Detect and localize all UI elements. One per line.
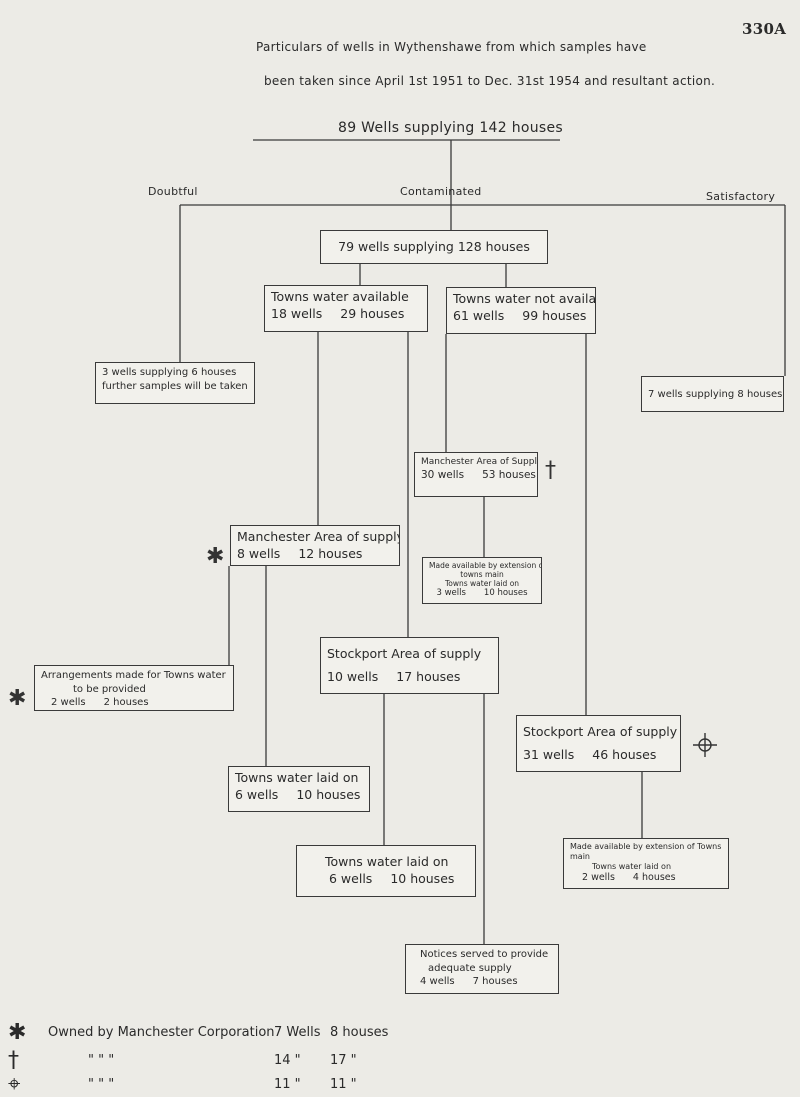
box-line: adequate supply bbox=[428, 962, 512, 974]
crosshair-icon: ⌖ bbox=[8, 1072, 21, 1097]
wells-count: 8 wells bbox=[237, 545, 281, 561]
legend-row: † " " " 14 " 17 " bbox=[8, 1048, 357, 1073]
wells-count: 4 wells bbox=[420, 976, 455, 987]
houses-count: 10 houses bbox=[390, 870, 455, 886]
category-doubtful: Doubtful bbox=[148, 185, 198, 198]
crosshair-mark bbox=[693, 733, 717, 757]
legend-houses: 11 " bbox=[330, 1077, 357, 1092]
wells-count: 2 wells bbox=[51, 697, 86, 708]
wells-count: 6 wells bbox=[329, 870, 373, 886]
wells-count: 10 wells bbox=[327, 668, 379, 684]
towns-water-laid-left-box: Towns water laid on 6 wells 10 houses bbox=[228, 766, 370, 812]
legend-text: " " " bbox=[88, 1053, 115, 1068]
wells-count: 3 wells bbox=[436, 588, 466, 598]
legend-text: " " " bbox=[88, 1077, 115, 1092]
legend-row: ✱ Owned by Manchester Corporation 7 Well… bbox=[8, 1020, 388, 1045]
doubtful-box: 3 wells supplying 6 houses further sampl… bbox=[95, 362, 255, 404]
houses-count: 99 houses bbox=[522, 307, 587, 323]
houses-count: 17 houses bbox=[396, 668, 461, 684]
box-line: Arrangements made for Towns water bbox=[41, 670, 226, 681]
box-line: Made available by extension of bbox=[429, 561, 542, 570]
box-title: Stockport Area of supply bbox=[523, 724, 678, 739]
towns-water-not-available-box: Towns water not available 61 wells 99 hou… bbox=[446, 287, 596, 334]
asterisk-mark: ✱ bbox=[206, 544, 225, 569]
wells-count: 61 wells bbox=[453, 307, 505, 323]
box-line: towns main bbox=[460, 570, 504, 579]
box-title: Towns water laid on bbox=[325, 854, 449, 869]
legend-row: ⌖ " " " 11 " 11 " bbox=[8, 1072, 357, 1097]
dagger-icon: † bbox=[8, 1048, 19, 1073]
made-available-main-box: Made available by extension of towns mai… bbox=[422, 557, 542, 604]
wells-count: 6 wells bbox=[235, 786, 279, 802]
towns-water-laid-center-box: Towns water laid on 6 wells 10 houses bbox=[296, 845, 476, 897]
contaminated-total-text: 79 wells supplying 128 houses bbox=[338, 239, 530, 254]
header-line-1: Particulars of wells in Wythenshawe from… bbox=[256, 40, 647, 54]
category-satisfactory: Satisfactory bbox=[706, 190, 776, 203]
made-available-right-box: Made available by extension of Towns mai… bbox=[563, 838, 729, 889]
asterisk-mark: ✱ bbox=[8, 686, 27, 711]
towns-water-available-box: Towns water available 18 wells 29 houses bbox=[264, 285, 428, 332]
wells-count: 2 wells bbox=[582, 872, 615, 883]
root-label: 89 Wells supplying 142 houses bbox=[338, 120, 564, 136]
legend-wells: 11 " bbox=[274, 1077, 301, 1092]
box-line: main bbox=[570, 852, 590, 861]
page-number: 330A bbox=[742, 20, 787, 38]
satisfactory-box: 7 wells supplying 8 houses bbox=[641, 376, 784, 412]
manchester-area-left-box: Manchester Area of supply 8 wells 12 hous… bbox=[230, 525, 400, 566]
category-contaminated: Contaminated bbox=[400, 185, 482, 198]
asterisk-icon: ✱ bbox=[8, 1020, 27, 1045]
houses-count: 29 houses bbox=[340, 305, 405, 321]
stockport-area-right-box: Stockport Area of supply 31 wells 46 hous… bbox=[516, 715, 681, 772]
stockport-area-center-box: Stockport Area of supply 10 wells 17 hous… bbox=[320, 637, 499, 694]
box-title: Stockport Area of supply bbox=[327, 646, 482, 661]
houses-count: 46 houses bbox=[592, 746, 657, 762]
houses-count: 10 houses bbox=[483, 588, 528, 598]
manchester-area-right-box: Manchester Area of Supply 30 wells 53 hou… bbox=[414, 452, 538, 497]
box-line: 7 wells supplying 8 houses bbox=[648, 389, 783, 400]
contaminated-total-box: 79 wells supplying 128 houses bbox=[320, 230, 548, 264]
houses-count: 53 houses bbox=[482, 469, 536, 482]
wells-count: 18 wells bbox=[271, 305, 323, 321]
box-line: 3 wells supplying 6 houses bbox=[102, 367, 237, 378]
box-title: Towns water laid on bbox=[235, 770, 359, 785]
box-line: further samples will be taken bbox=[102, 380, 248, 392]
dagger-mark: † bbox=[545, 458, 556, 483]
box-title: Towns water not available bbox=[453, 291, 596, 306]
houses-count: 10 houses bbox=[296, 786, 361, 802]
houses-count: 12 houses bbox=[298, 545, 363, 561]
notices-served-box: Notices served to provide adequate suppl… bbox=[405, 944, 559, 994]
arrangements-box: Arrangements made for Towns water to be … bbox=[34, 665, 234, 711]
header-line-2: been taken since April 1st 1951 to Dec. … bbox=[264, 74, 716, 88]
houses-count: 7 houses bbox=[472, 976, 518, 987]
houses-count: 2 houses bbox=[103, 697, 149, 708]
legend-text: Owned by Manchester Corporation bbox=[48, 1025, 275, 1040]
box-line: Towns water laid on bbox=[444, 579, 520, 588]
box-title: Towns water available bbox=[271, 289, 409, 304]
legend-wells: 7 Wells bbox=[274, 1025, 321, 1040]
box-line: to be provided bbox=[73, 683, 146, 695]
box-line: Made available by extension of Towns bbox=[570, 842, 722, 851]
wells-count: 31 wells bbox=[523, 746, 575, 762]
wells-count: 30 wells bbox=[421, 469, 465, 482]
box-line: Towns water laid on bbox=[592, 862, 672, 871]
legend-houses: 17 " bbox=[330, 1053, 357, 1068]
houses-count: 4 houses bbox=[632, 872, 676, 883]
box-line: Notices served to provide bbox=[420, 949, 549, 960]
legend-houses: 8 houses bbox=[330, 1025, 389, 1040]
legend-wells: 14 " bbox=[274, 1053, 301, 1068]
box-title: Manchester Area of Supply bbox=[421, 457, 538, 467]
box-title: Manchester Area of supply bbox=[237, 529, 400, 544]
